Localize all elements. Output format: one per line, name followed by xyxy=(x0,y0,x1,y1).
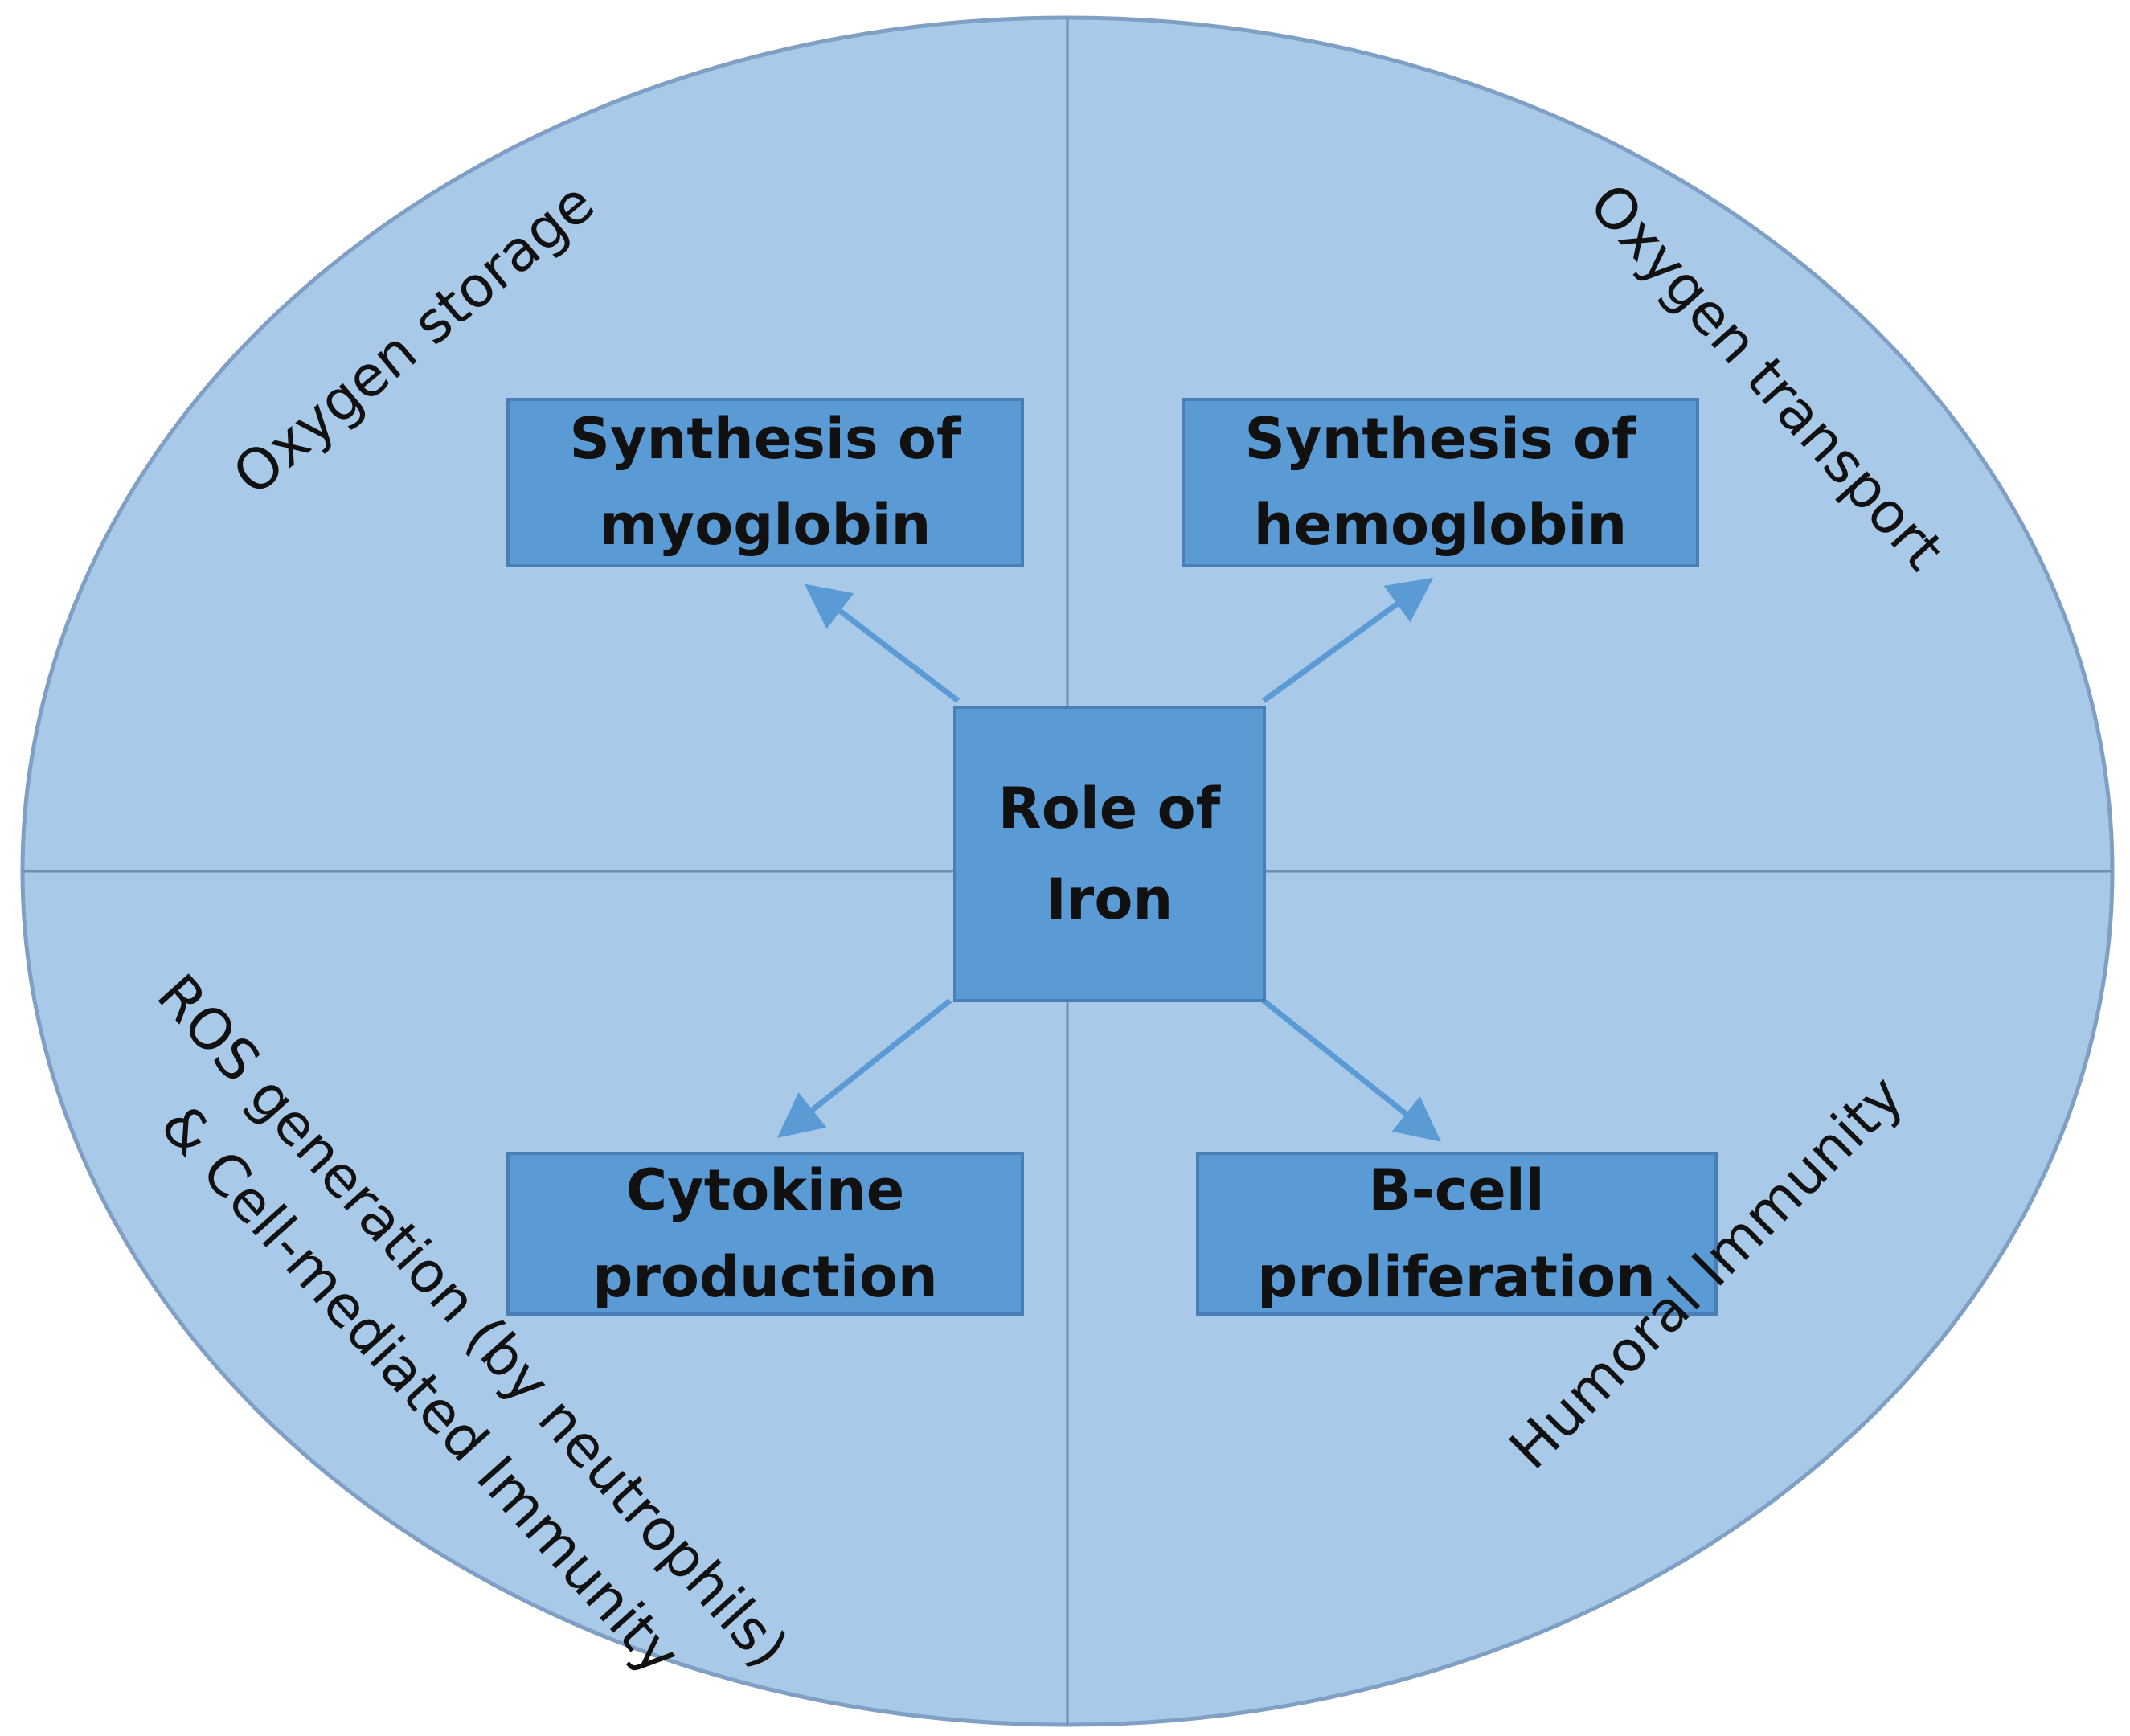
b-cell-box: B-cell proliferation xyxy=(1196,1152,1718,1316)
hemoglobin-box-line-1: Synthesis of xyxy=(1245,406,1637,472)
b-cell-box-line-1: B-cell xyxy=(1368,1157,1544,1223)
hemoglobin-box-line-2: hemoglobin xyxy=(1254,492,1627,558)
center-line-1: Role of xyxy=(998,776,1222,841)
myoglobin-box-line-2: myoglobin xyxy=(600,492,932,558)
arrow-to-hemoglobin xyxy=(1261,577,1434,703)
arrow-to-cytokine xyxy=(777,998,952,1138)
cytokine-box-line-1: Cytokine xyxy=(626,1157,904,1223)
center-box: Role of Iron xyxy=(953,706,1266,1002)
center-line-2: Iron xyxy=(1046,866,1174,932)
myoglobin-box: Synthesis of myoglobin xyxy=(506,398,1024,567)
cytokine-box: Cytokine production xyxy=(506,1152,1024,1316)
arrow-to-myoglobin xyxy=(804,583,961,703)
arrow-to-b-cell xyxy=(1261,998,1441,1142)
myoglobin-box-line-1: Synthesis of xyxy=(570,406,962,472)
hemoglobin-box: Synthesis of hemoglobin xyxy=(1182,398,1699,567)
cytokine-box-line-2: production xyxy=(592,1244,938,1310)
b-cell-box-line-2: proliferation xyxy=(1257,1244,1656,1310)
